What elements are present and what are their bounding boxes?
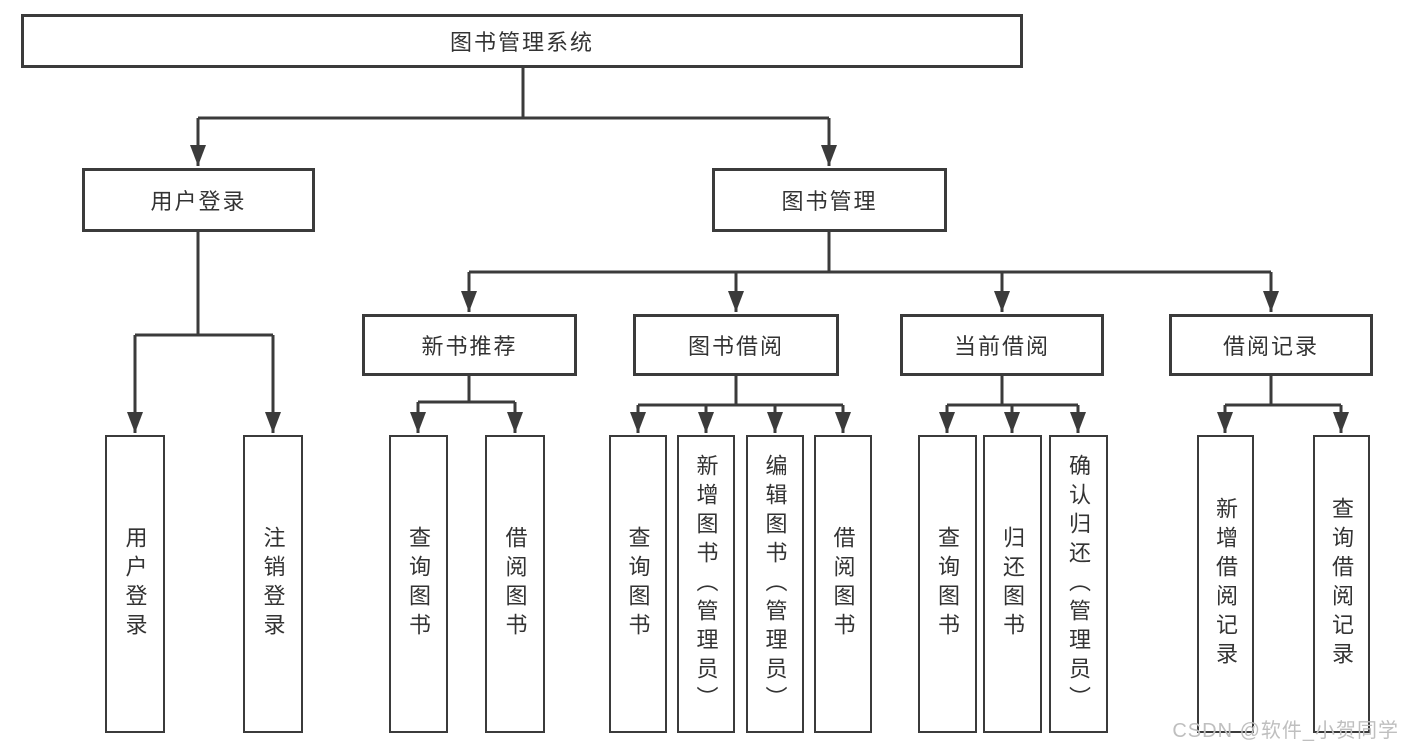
leaf-user-login-label: 用户登录: [122, 526, 148, 642]
leaf-query-books-borrowing-label: 查询图书: [625, 526, 651, 642]
leaf-query-books-recommend: 查询图书: [389, 435, 448, 733]
leaf-add-books-admin: 新增图书（管理员）: [677, 435, 735, 733]
node-borrowing-records-label: 借阅记录: [1222, 334, 1319, 359]
node-new-book-recommend-label: 新书推荐: [421, 334, 518, 359]
leaf-return-books: 归还图书: [983, 435, 1042, 733]
leaf-confirm-return-admin-label: 确认归还（管理员）: [1066, 453, 1092, 715]
node-book-management: 图书管理: [712, 168, 947, 232]
leaf-borrow-books-borrowing-label: 借阅图书: [830, 526, 856, 642]
leaf-add-borrow-record: 新增借阅记录: [1197, 435, 1254, 733]
leaf-logout-label: 注销登录: [260, 526, 286, 642]
leaf-user-login: 用户登录: [105, 435, 165, 733]
leaf-query-books-current-label: 查询图书: [935, 526, 961, 642]
node-user-login-label: 用户登录: [150, 189, 247, 214]
leaf-borrow-books-recommend-label: 借阅图书: [502, 526, 528, 642]
leaf-add-borrow-record-label: 新增借阅记录: [1213, 497, 1239, 671]
leaf-logout: 注销登录: [243, 435, 303, 733]
leaf-query-borrow-record: 查询借阅记录: [1313, 435, 1370, 733]
leaf-return-books-label: 归还图书: [1000, 526, 1026, 642]
leaf-borrow-books-borrowing: 借阅图书: [814, 435, 872, 733]
leaf-query-borrow-record-label: 查询借阅记录: [1329, 497, 1355, 671]
leaf-query-books-recommend-label: 查询图书: [406, 526, 432, 642]
leaf-edit-books-admin: 编辑图书（管理员）: [746, 435, 804, 733]
node-root-system: 图书管理系统: [21, 14, 1023, 68]
node-root-label: 图书管理系统: [449, 30, 594, 55]
node-book-management-label: 图书管理: [781, 189, 878, 214]
leaf-confirm-return-admin: 确认归还（管理员）: [1049, 435, 1108, 733]
node-current-borrowing: 当前借阅: [900, 314, 1104, 376]
leaf-query-books-borrowing: 查询图书: [609, 435, 667, 733]
leaf-borrow-books-recommend: 借阅图书: [485, 435, 545, 733]
node-user-login: 用户登录: [82, 168, 315, 232]
node-current-borrowing-label: 当前借阅: [953, 334, 1050, 359]
leaf-add-books-admin-label: 新增图书（管理员）: [693, 453, 719, 715]
node-borrowing-records: 借阅记录: [1169, 314, 1373, 376]
node-new-book-recommend: 新书推荐: [362, 314, 577, 376]
node-book-borrowing-label: 图书借阅: [687, 334, 784, 359]
leaf-edit-books-admin-label: 编辑图书（管理员）: [762, 453, 788, 715]
node-book-borrowing: 图书借阅: [633, 314, 839, 376]
leaf-query-books-current: 查询图书: [918, 435, 977, 733]
